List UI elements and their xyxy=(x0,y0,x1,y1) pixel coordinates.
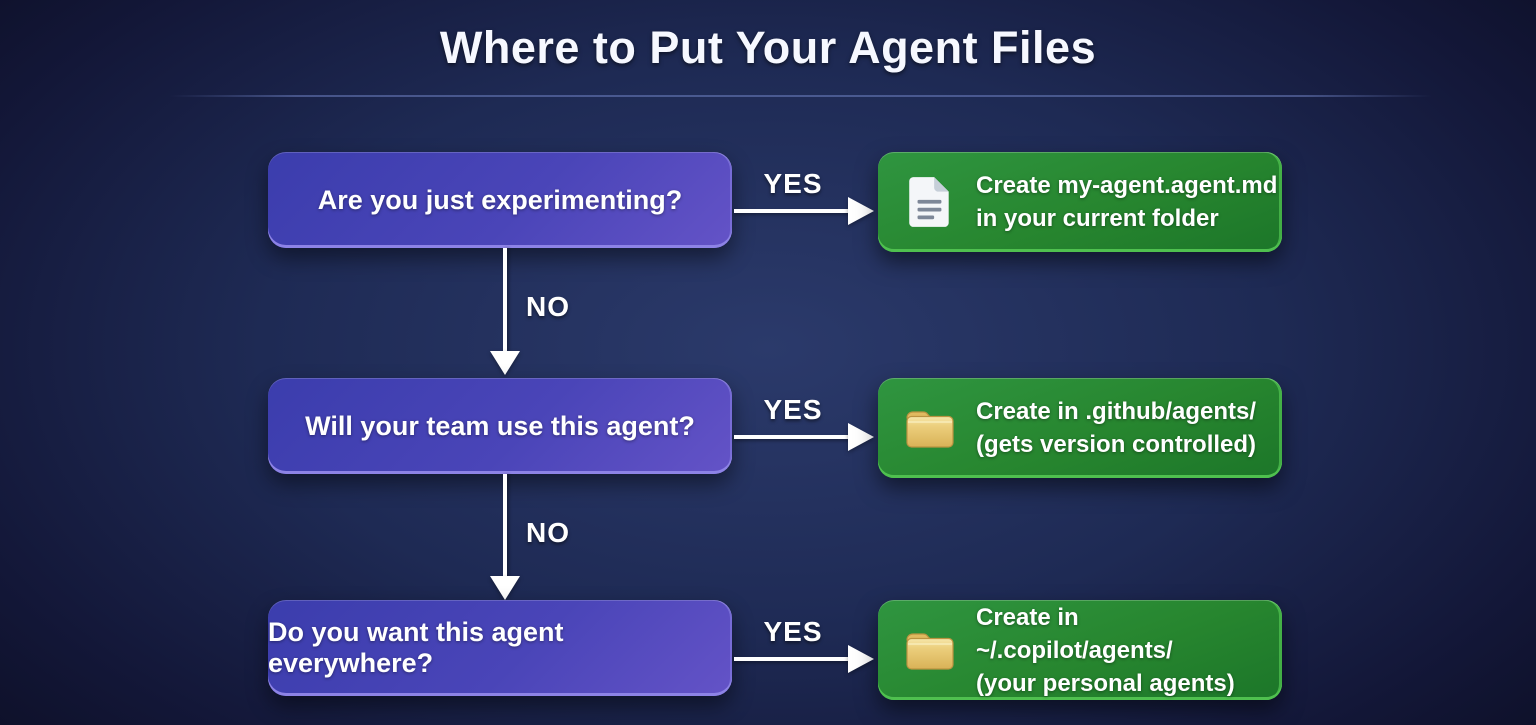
arrow-head-right-icon xyxy=(848,645,874,673)
arrow-head-down-icon xyxy=(490,351,520,375)
page-title: Where to Put Your Agent Files xyxy=(439,22,1097,73)
result-box-github-agents: Create in .github/agents/ (gets version … xyxy=(878,378,1282,478)
result-box-current-folder: Create my-agent.agent.md in your current… xyxy=(878,152,1282,252)
arrow-line xyxy=(734,435,850,439)
result-text: Create in ~/.copilot/agents/ (your perso… xyxy=(976,601,1282,700)
result-text: Create my-agent.agent.md in your current… xyxy=(976,169,1277,235)
arrow-line xyxy=(734,657,850,661)
arrow-line xyxy=(503,248,507,353)
result-line-2: (gets version controlled) xyxy=(976,431,1257,458)
question-text: Will your team use this agent? xyxy=(305,410,695,441)
question-box-agent-everywhere: Do you want this agent everywhere? xyxy=(268,600,732,696)
result-line-2: (your personal agents) xyxy=(976,669,1235,697)
yes-label: YES xyxy=(763,616,823,647)
arrow-line xyxy=(503,474,507,578)
arrow-head-down-icon xyxy=(490,576,520,600)
yes-label: YES xyxy=(763,168,823,199)
arrow-head-right-icon xyxy=(848,423,874,451)
yes-connector-2: YES xyxy=(734,378,876,474)
folder-icon xyxy=(902,405,958,451)
arrow-line xyxy=(734,209,850,213)
result-box-copilot-agents: Create in ~/.copilot/agents/ (your perso… xyxy=(878,600,1282,700)
result-line-1: Create my-agent.agent.md xyxy=(976,172,1278,199)
no-label: NO xyxy=(526,291,570,323)
no-connector-1: NO xyxy=(490,248,586,375)
folder-icon xyxy=(902,627,958,673)
result-line-1: Create in .github/agents/ xyxy=(976,398,1257,425)
title-divider xyxy=(170,95,1432,97)
document-icon xyxy=(902,175,958,229)
question-text: Are you just experimenting? xyxy=(317,184,683,215)
no-connector-2: NO xyxy=(490,474,586,600)
no-label: NO xyxy=(526,516,570,548)
yes-label: YES xyxy=(763,394,823,425)
question-box-experimenting: Are you just experimenting? xyxy=(268,152,732,248)
result-text: Create in .github/agents/ (gets version … xyxy=(976,395,1256,461)
question-text: Do you want this agent everywhere? xyxy=(268,617,564,678)
question-box-team-use: Will your team use this agent? xyxy=(268,378,732,474)
yes-connector-3: YES xyxy=(734,600,876,696)
yes-connector-1: YES xyxy=(734,152,876,248)
result-line-2: in your current folder xyxy=(976,205,1219,232)
result-line-1: Create in ~/.copilot/agents/ xyxy=(976,603,1173,664)
arrow-head-right-icon xyxy=(848,197,874,225)
